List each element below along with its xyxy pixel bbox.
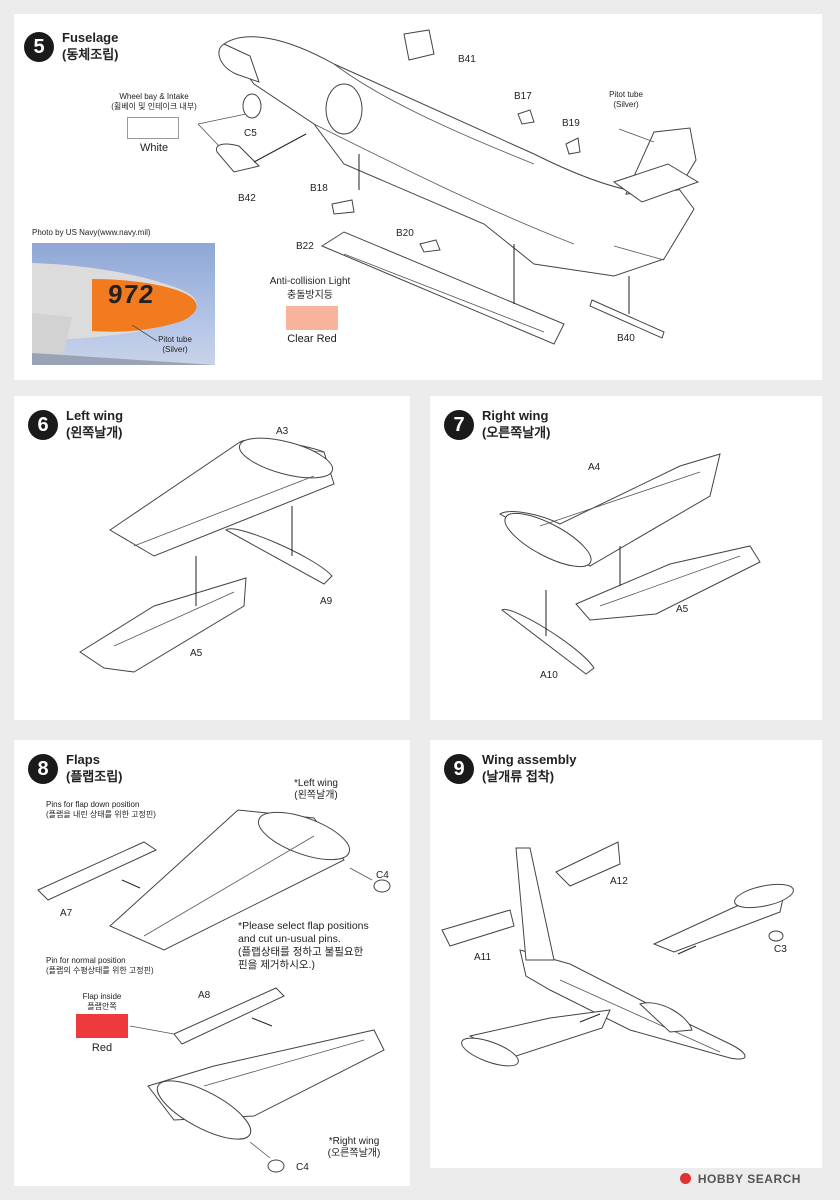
step6-panel: 6 Left wing (왼쪽날개) A3 A9 A5 (14, 396, 410, 720)
left-wing-label: *Left wing (왼쪽날개) (276, 778, 356, 802)
pins-down-label-en: Pins for flap down position (46, 800, 140, 809)
flap-inside-label-ko: 플랩안쪽 (87, 1002, 117, 1011)
photo-pitot-color: (Silver) (162, 345, 188, 354)
pitot-tube-color: (Silver) (613, 100, 639, 109)
pitot-tube-label: Pitot tube (Silver) (596, 90, 656, 110)
step9-panel: 9 Wing assembly (날개류 접착) A12 A11 C3 (430, 740, 822, 1168)
step8-title-ko: (플랩조립) (66, 769, 123, 784)
photo-credit: Photo by US Navy(www.navy.mil) (32, 228, 151, 237)
watermark: HOBBY SEARCH (680, 1172, 801, 1186)
fuselage-exploded-drawing (14, 14, 822, 380)
flaps-drawing (14, 740, 410, 1186)
left-wing-label-ko: (왼쪽날개) (294, 790, 338, 801)
step6-number-badge: 6 (28, 410, 58, 440)
step8-panel: 8 Flaps (플랩조립) Pins for flap down positi… (14, 740, 410, 1186)
part-a4: A4 (588, 462, 601, 473)
part-c4-top: C4 (376, 870, 389, 881)
step9-title-ko: (날개류 접착) (482, 769, 555, 784)
part-a9: A9 (320, 596, 333, 607)
part-a11: A11 (474, 952, 492, 963)
step9-number-badge: 9 (444, 754, 474, 784)
pins-down-label-ko: (플랩을 내린 상태를 위한 고정핀) (46, 810, 156, 819)
anticollision-label: Anti-collision Light 충돌방지등 (250, 276, 370, 302)
pins-down-label: Pins for flap down position (플랩을 내린 상태를 … (46, 800, 156, 820)
right-wing-label-en: *Right wing (328, 1136, 380, 1147)
part-a10: A10 (540, 670, 558, 681)
part-a3: A3 (276, 426, 289, 437)
red-swatch (76, 1014, 128, 1038)
step5-title: Fuselage (동체조립) (62, 29, 119, 63)
red-color-label: Red (91, 1042, 113, 1054)
step8-number-badge: 8 (28, 754, 58, 784)
clear-red-label: Clear Red (287, 333, 337, 345)
photo-pitot-label-en: Pitot tube (158, 335, 192, 344)
wing-assembly-drawing (430, 740, 822, 1168)
right-wing-label: *Right wing (오른쪽날개) (314, 1136, 394, 1160)
part-b18: B18 (310, 183, 328, 194)
step9-title-en: Wing assembly (482, 752, 577, 767)
flap-note-ko-line1: (플랩상태를 정하고 불필요한 (238, 946, 364, 958)
part-b42: B42 (238, 193, 256, 204)
step7-number-badge: 7 (444, 410, 474, 440)
part-c3: C3 (774, 944, 787, 955)
step6-title: Left wing (왼쪽날개) (66, 407, 123, 441)
step6-title-en: Left wing (66, 408, 124, 423)
part-b40: B40 (617, 333, 635, 344)
flap-note-ko-line2: 핀을 제거하시오.) (238, 959, 315, 971)
flap-note: *Please select flap positions and cut un… (238, 920, 369, 972)
part-a7: A7 (60, 908, 73, 919)
right-wing-drawing (430, 396, 822, 720)
pin-normal-label-en: Pin for normal position (46, 956, 126, 965)
step8-title-en: Flaps (66, 752, 100, 767)
photo-jet-nose (32, 263, 215, 365)
reference-photo: 972 Pitot tube (Silver) (32, 243, 215, 365)
anticollision-label-en: Anti-collision Light (269, 276, 351, 287)
part-b20: B20 (396, 228, 414, 239)
pin-normal-label-ko: (플랩의 수평상태를 위한 고정핀) (46, 966, 154, 975)
photo-pitot-label: Pitot tube (Silver) (140, 335, 210, 355)
step5-title-en: Fuselage (62, 30, 119, 45)
pitot-tube-label-en: Pitot tube (609, 90, 643, 99)
wheel-bay-label-en: Wheel bay & Intake (119, 92, 189, 101)
part-b22: B22 (296, 241, 314, 252)
step5-title-ko: (동체조립) (62, 47, 119, 62)
part-b17: B17 (514, 91, 532, 102)
step7-title-ko: (오른쪽날개) (482, 425, 551, 440)
step9-title: Wing assembly (날개류 접착) (482, 751, 577, 785)
part-c5: C5 (244, 128, 257, 139)
left-wing-drawing (14, 396, 410, 720)
flap-note-line2: and cut un-usual pins. (238, 933, 341, 945)
part-a5: A5 (190, 648, 203, 659)
part-b19: B19 (562, 118, 580, 129)
part-a5-right: A5 (676, 604, 689, 615)
white-swatch (127, 117, 179, 139)
pin-normal-label: Pin for normal position (플랩의 수평상태를 위한 고정… (46, 956, 154, 976)
clear-red-swatch (286, 306, 338, 330)
wheel-bay-label-ko: (휠베이 및 인테이크 내부) (111, 102, 197, 111)
part-b41: B41 (458, 54, 476, 65)
step7-title-en: Right wing (482, 408, 549, 423)
flap-note-line1: *Please select flap positions (238, 920, 369, 932)
part-c4-bottom: C4 (296, 1162, 309, 1173)
wheel-bay-label: Wheel bay & Intake (휠베이 및 인테이크 내부) (84, 92, 224, 112)
white-color-label: White (139, 142, 169, 154)
step6-title-ko: (왼쪽날개) (66, 425, 123, 440)
part-a12: A12 (610, 876, 628, 887)
step7-title: Right wing (오른쪽날개) (482, 407, 550, 441)
flap-inside-label: Flap inside 플랩안쪽 (70, 992, 134, 1012)
watermark-logo-icon (680, 1173, 691, 1184)
anticollision-label-ko: 충돌방지등 (287, 290, 333, 301)
step8-title: Flaps (플랩조립) (66, 751, 123, 785)
step7-panel: 7 Right wing (오른쪽날개) A4 A5 A10 (430, 396, 822, 720)
part-a8: A8 (198, 990, 211, 1001)
left-wing-label-en: *Left wing (294, 778, 338, 789)
step5-panel: 5 Fuselage (동체조립) Wheel bay & Intake (휠베… (14, 14, 822, 380)
step5-number-badge: 5 (24, 32, 54, 62)
watermark-text: HOBBY SEARCH (697, 1172, 801, 1186)
right-wing-label-ko: (오른쪽날개) (327, 1148, 381, 1159)
flap-inside-label-en: Flap inside (82, 992, 122, 1001)
